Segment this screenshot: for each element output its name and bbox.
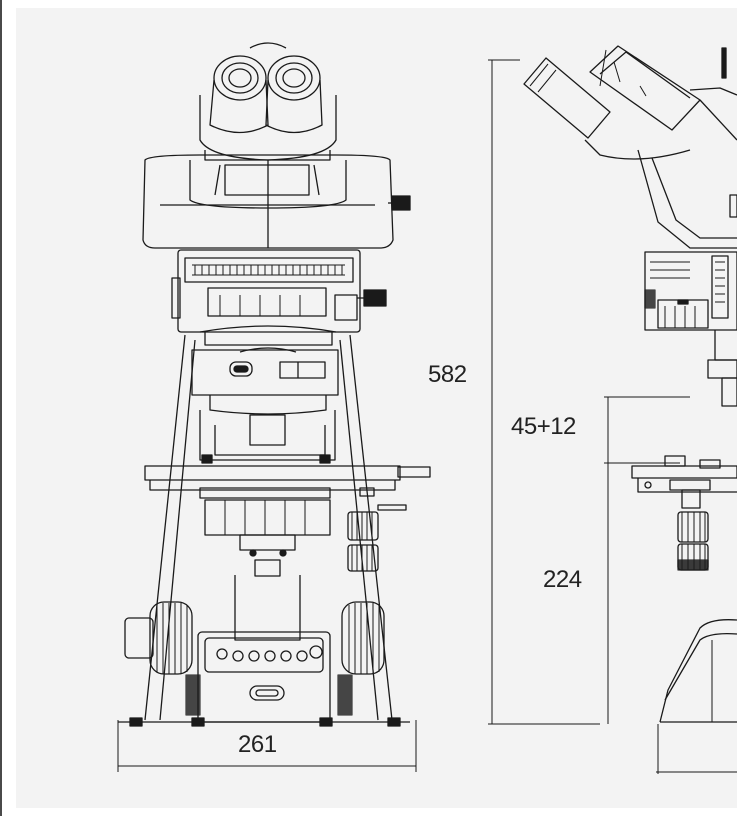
side-focus-knob [677, 511, 709, 571]
side-view [523, 45, 737, 723]
side-stage [631, 455, 737, 509]
eyepieces [209, 42, 323, 134]
side-head [637, 47, 737, 249]
side-nosepiece [707, 330, 737, 407]
illuminator-block [171, 249, 387, 346]
stage [144, 465, 431, 499]
condenser-arm [199, 410, 336, 464]
dimension-lines [117, 59, 737, 774]
focus-knobs [124, 504, 407, 716]
front-view [118, 42, 431, 727]
frame-left-edge [0, 0, 2, 816]
stand-pillars [144, 334, 393, 721]
control-panel [197, 631, 331, 723]
binocular-head [142, 95, 411, 249]
dimension-stage-height-label: 224 [543, 566, 582, 593]
side-base [659, 619, 737, 723]
condenser [204, 499, 331, 641]
drawing-panel [16, 8, 737, 808]
dimension-stage-offset-label: 45+12 [511, 413, 576, 440]
side-eyepieces [523, 45, 701, 160]
side-filter-block [644, 251, 737, 331]
nosepiece [191, 347, 339, 415]
dimension-width-label: 261 [238, 731, 277, 758]
dimension-height-label: 582 [428, 361, 467, 388]
base [118, 717, 410, 727]
